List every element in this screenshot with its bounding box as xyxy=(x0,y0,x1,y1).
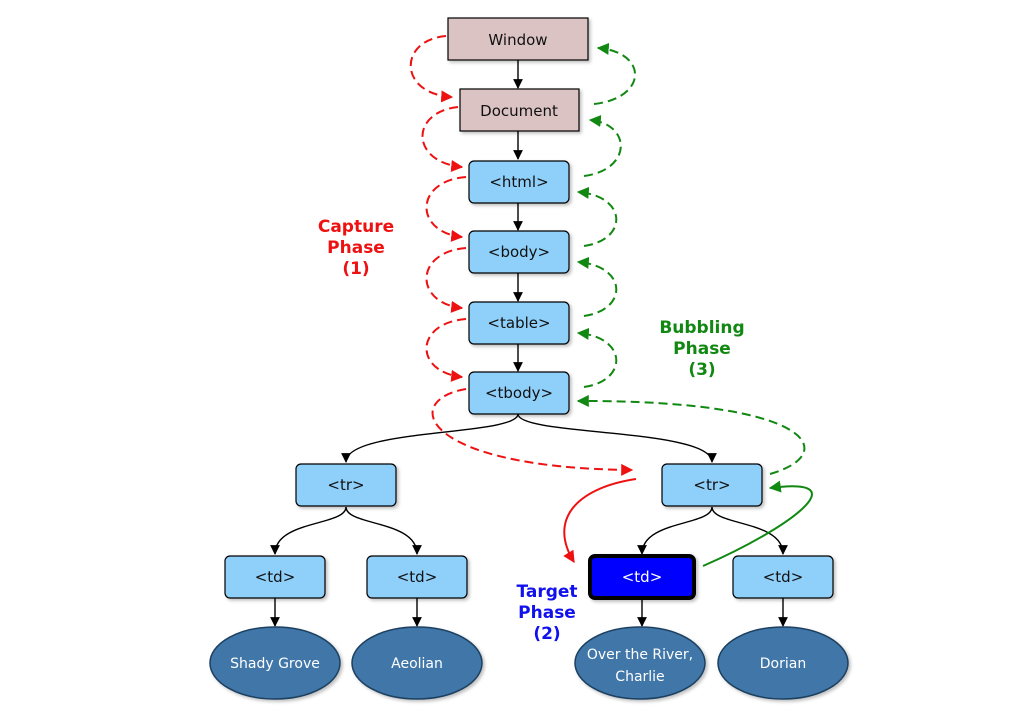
bubble-arrow-html-document xyxy=(583,115,622,177)
bubble-arrow-td-tr xyxy=(702,480,813,567)
leaf-dorian-label: Dorian xyxy=(760,656,806,672)
capture-phase-line2: Phase xyxy=(327,238,385,258)
target-phase-line2: Phase xyxy=(518,603,576,623)
bubbling-phase-line1: Bubbling xyxy=(659,318,744,338)
capture-arrow-document-html xyxy=(421,106,464,172)
node-html: <html> xyxy=(468,160,570,204)
bubbling-arrows xyxy=(576,42,806,475)
leaf-shady-grove: Shady Grove xyxy=(209,626,341,700)
leaf-over-the-river: Over the River, Charlie xyxy=(574,626,706,700)
edge-tr-td4 xyxy=(711,506,788,555)
node-tr-right: <tr> xyxy=(661,463,763,507)
leaf-dorian: Dorian xyxy=(717,626,849,700)
target-arrow-tr-td xyxy=(563,478,637,564)
bubble-arrow-document-window xyxy=(593,42,636,105)
node-tr-left: <tr> xyxy=(295,463,397,507)
node-body-label: <body> xyxy=(488,243,550,261)
leaf-shady-grove-label: Shady Grove xyxy=(230,656,320,672)
node-td-2: <td> xyxy=(366,555,468,599)
node-td-1-label: <td> xyxy=(255,568,296,586)
capture-arrow-body-table xyxy=(425,247,467,313)
node-table-label: <table> xyxy=(487,314,550,332)
node-document: Document xyxy=(459,88,580,132)
capture-arrow-html-body xyxy=(425,176,467,242)
node-td-3-target: <td> xyxy=(588,554,696,600)
tree-connectors xyxy=(270,60,788,627)
bubble-arrow-body-html xyxy=(576,186,618,247)
node-window: Window xyxy=(447,17,589,61)
node-table: <table> xyxy=(468,301,570,345)
bubbling-phase-line3: (3) xyxy=(688,360,715,380)
capture-phase-label: Capture Phase (1) xyxy=(318,217,394,279)
leaf-aeolian: Aeolian xyxy=(351,626,483,700)
edge-tr-td1 xyxy=(270,506,347,555)
capture-arrows xyxy=(409,35,634,476)
capture-arrow-window-document xyxy=(409,35,454,103)
node-tbody-label: <tbody> xyxy=(485,384,553,402)
node-window-label: Window xyxy=(488,31,547,49)
target-phase-line3: (2) xyxy=(533,624,560,644)
bubbling-phase-label: Bubbling Phase (3) xyxy=(659,318,744,380)
node-body: <body> xyxy=(468,230,570,274)
leaf-aeolian-label: Aeolian xyxy=(391,656,443,672)
capture-arrow-tbody-tr xyxy=(431,388,634,476)
edge-tbody-tr-left xyxy=(341,413,519,463)
edge-tr-td2 xyxy=(345,506,422,555)
node-tbody: <tbody> xyxy=(468,371,570,415)
target-phase-line1: Target xyxy=(516,582,577,602)
node-tr-left-label: <tr> xyxy=(327,476,364,494)
node-html-label: <html> xyxy=(489,173,548,191)
capture-phase-line1: Capture xyxy=(318,217,394,237)
node-td-4: <td> xyxy=(732,555,834,599)
target-phase-label: Target Phase (2) xyxy=(516,582,577,644)
node-td-4-label: <td> xyxy=(763,568,804,586)
node-td-1: <td> xyxy=(224,555,326,599)
bubble-arrow-tr-tbody xyxy=(576,394,806,475)
edge-tbody-tr-right xyxy=(517,413,717,463)
node-td-2-label: <td> xyxy=(397,568,438,586)
leaf-over-the-river-line1: Over the River, xyxy=(587,647,693,663)
capture-arrow-table-tbody xyxy=(425,318,467,382)
capture-phase-line3: (1) xyxy=(342,259,369,279)
bubble-arrow-tbody-table xyxy=(576,327,618,388)
bubble-arrow-table-body xyxy=(576,256,618,317)
bubbling-phase-line2: Phase xyxy=(673,339,731,359)
node-document-label: Document xyxy=(480,102,558,120)
edge-tr-td3 xyxy=(637,506,713,555)
node-td-3-label: <td> xyxy=(622,568,663,586)
node-tr-right-label: <tr> xyxy=(693,476,730,494)
leaf-over-the-river-line2: Charlie xyxy=(615,669,664,685)
